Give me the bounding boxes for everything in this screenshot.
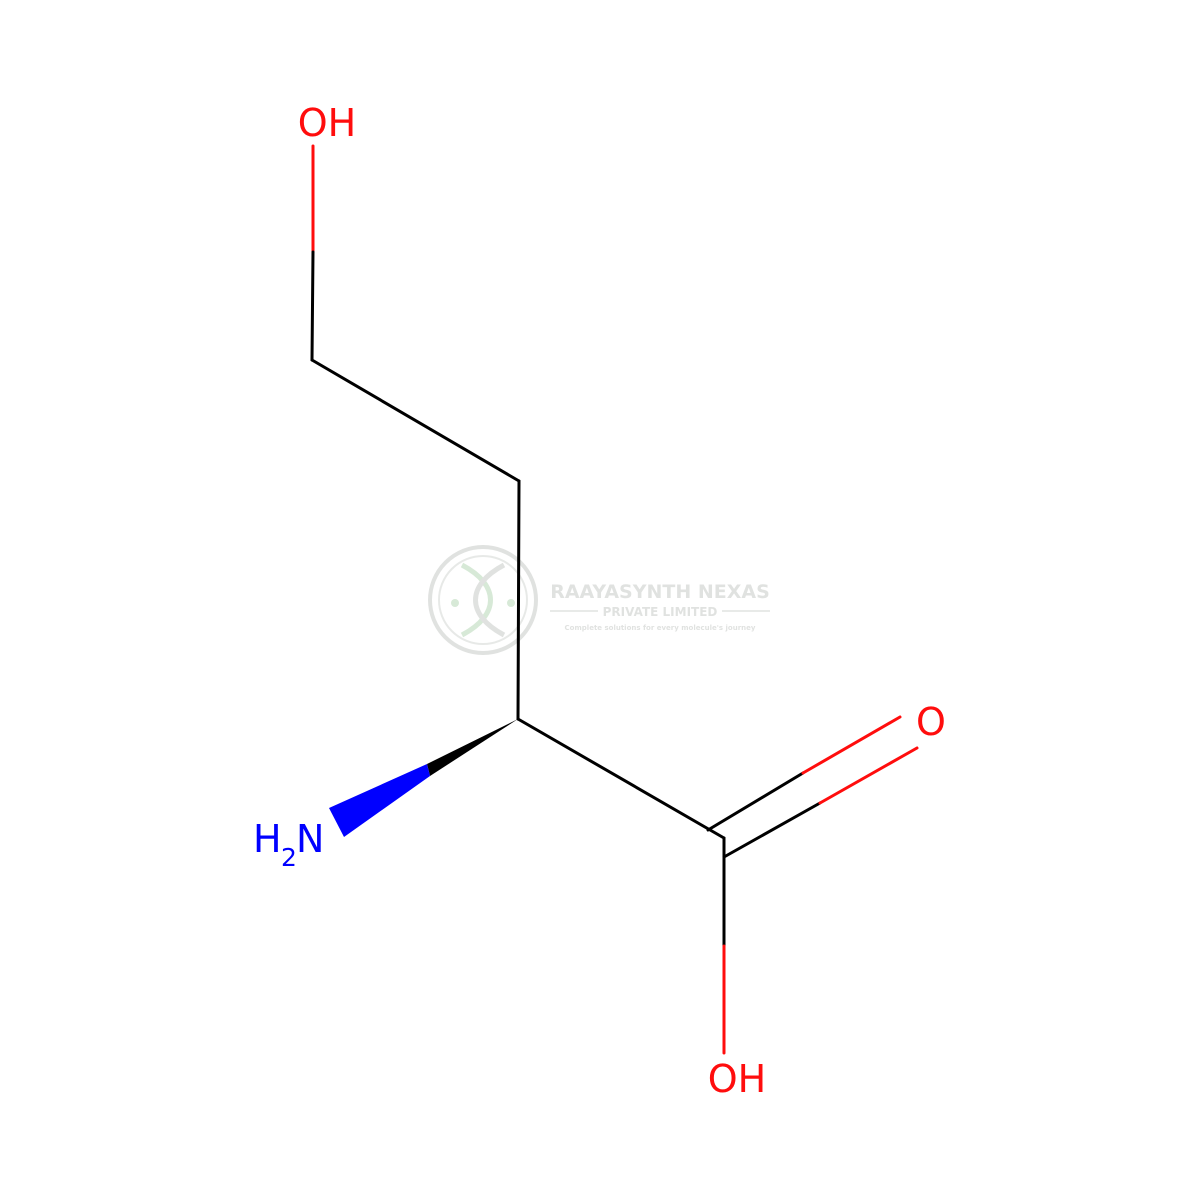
watermark-logo-icon [428, 545, 538, 655]
atom-label-carboxyl-oh: OH [708, 1057, 766, 1101]
bond-double-co-inner-red [818, 746, 919, 805]
bond-double-co-outer-black [706, 771, 805, 832]
bond-c-c-1 [310, 358, 521, 483]
atom-label-carbonyl-oxygen: O [916, 700, 946, 744]
amine-nitrogen: N [296, 817, 324, 861]
bond-double-co-outer-red [801, 715, 902, 775]
watermark-subtitle: PRIVATE LIMITED [603, 605, 718, 619]
bond-wedge-amine [427, 719, 518, 776]
bond-c-c-2 [516, 479, 521, 721]
watermark-name: RAAYASYNTH NEXAS [550, 581, 770, 603]
bond-double-co-inner-black [722, 801, 822, 859]
watermark-tagline: Complete solutions for every molecule's … [565, 624, 756, 632]
amine-subscript: 2 [281, 843, 297, 872]
watermark: RAAYASYNTH NEXAS PRIVATE LIMITED Complet… [428, 545, 770, 655]
bond-wedge-amine-blue [329, 764, 430, 837]
amine-hydrogen: H [253, 817, 282, 861]
bond-calpha-ccarboxyl [516, 717, 726, 840]
bond-o-c-top-black [310, 250, 315, 362]
atom-label-amine: H 2 N [253, 817, 324, 872]
atom-label-hydroxyl: OH [298, 101, 356, 145]
